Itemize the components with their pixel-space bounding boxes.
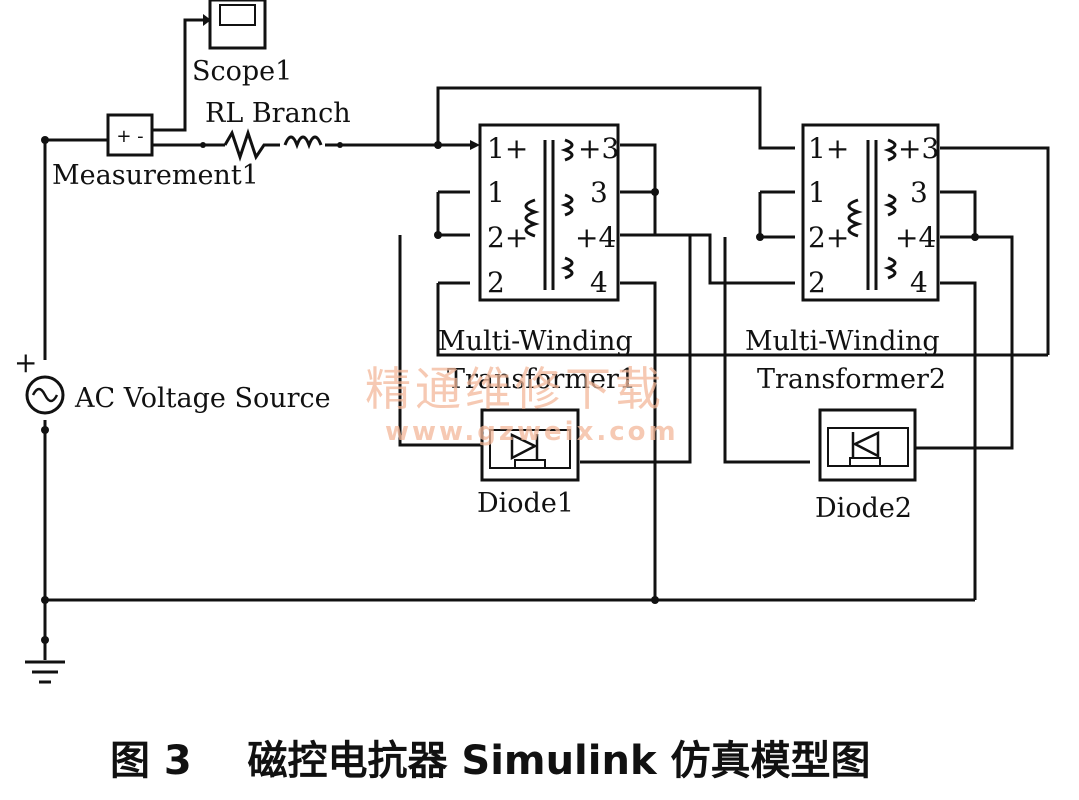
t2-port-1: 1 xyxy=(808,176,826,209)
diode1-block[interactable] xyxy=(480,408,580,482)
ac-source-label: AC Voltage Source xyxy=(74,383,331,414)
figure-caption: 图 3 磁控电抗器 Simulink 仿真模型图 xyxy=(110,738,871,784)
t1-port-3plus: +3 xyxy=(578,132,619,165)
t2-port-1plus: 1+ xyxy=(808,132,849,165)
t1-port-4: 4 xyxy=(590,266,608,299)
source-plus-label: + xyxy=(14,346,37,379)
t1-port-2plus: 2+ xyxy=(487,221,528,254)
watermark-url: www.gzweix.com xyxy=(385,417,679,447)
transformer1-label-line2: Transformer1 xyxy=(447,364,636,395)
diode2-label: Diode2 xyxy=(815,493,912,524)
t1-port-3: 3 xyxy=(590,176,608,209)
t2-port-2: 2 xyxy=(808,266,826,299)
transformer2-label-line1: Multi-Winding xyxy=(745,326,940,357)
transformer2-label-line2: Transformer2 xyxy=(757,364,946,395)
rl-branch-block[interactable] xyxy=(223,128,323,162)
transformer1-label-line1: Multi-Winding xyxy=(438,326,633,357)
t2-port-4: 4 xyxy=(910,266,928,299)
t1-port-2: 2 xyxy=(487,266,505,299)
t1-port-1: 1 xyxy=(487,176,505,209)
rl-branch-label: RL Branch xyxy=(205,98,351,129)
t1-port-4plus: +4 xyxy=(575,221,616,254)
diode2-block[interactable] xyxy=(818,408,917,482)
measurement-symbol: + - xyxy=(116,126,143,147)
t1-port-1plus: 1+ xyxy=(487,132,528,165)
watermark-cn: 精通维修下载 xyxy=(365,362,665,416)
t2-port-3: 3 xyxy=(910,176,928,209)
transformer2-block[interactable] xyxy=(801,123,940,302)
measurement-block[interactable]: + - xyxy=(106,113,154,157)
scope-block[interactable] xyxy=(203,0,267,50)
diode1-label: Diode1 xyxy=(477,488,574,519)
measurement-label: Measurement1 xyxy=(52,160,259,191)
t2-port-2plus: 2+ xyxy=(808,221,849,254)
transformer1-block[interactable] xyxy=(470,123,620,302)
t2-port-4plus: +4 xyxy=(895,221,936,254)
ground-icon xyxy=(25,640,65,684)
scope-label: Scope1 xyxy=(192,56,292,87)
ac-source-block[interactable] xyxy=(25,375,65,415)
t2-port-3plus: +3 xyxy=(898,132,939,165)
